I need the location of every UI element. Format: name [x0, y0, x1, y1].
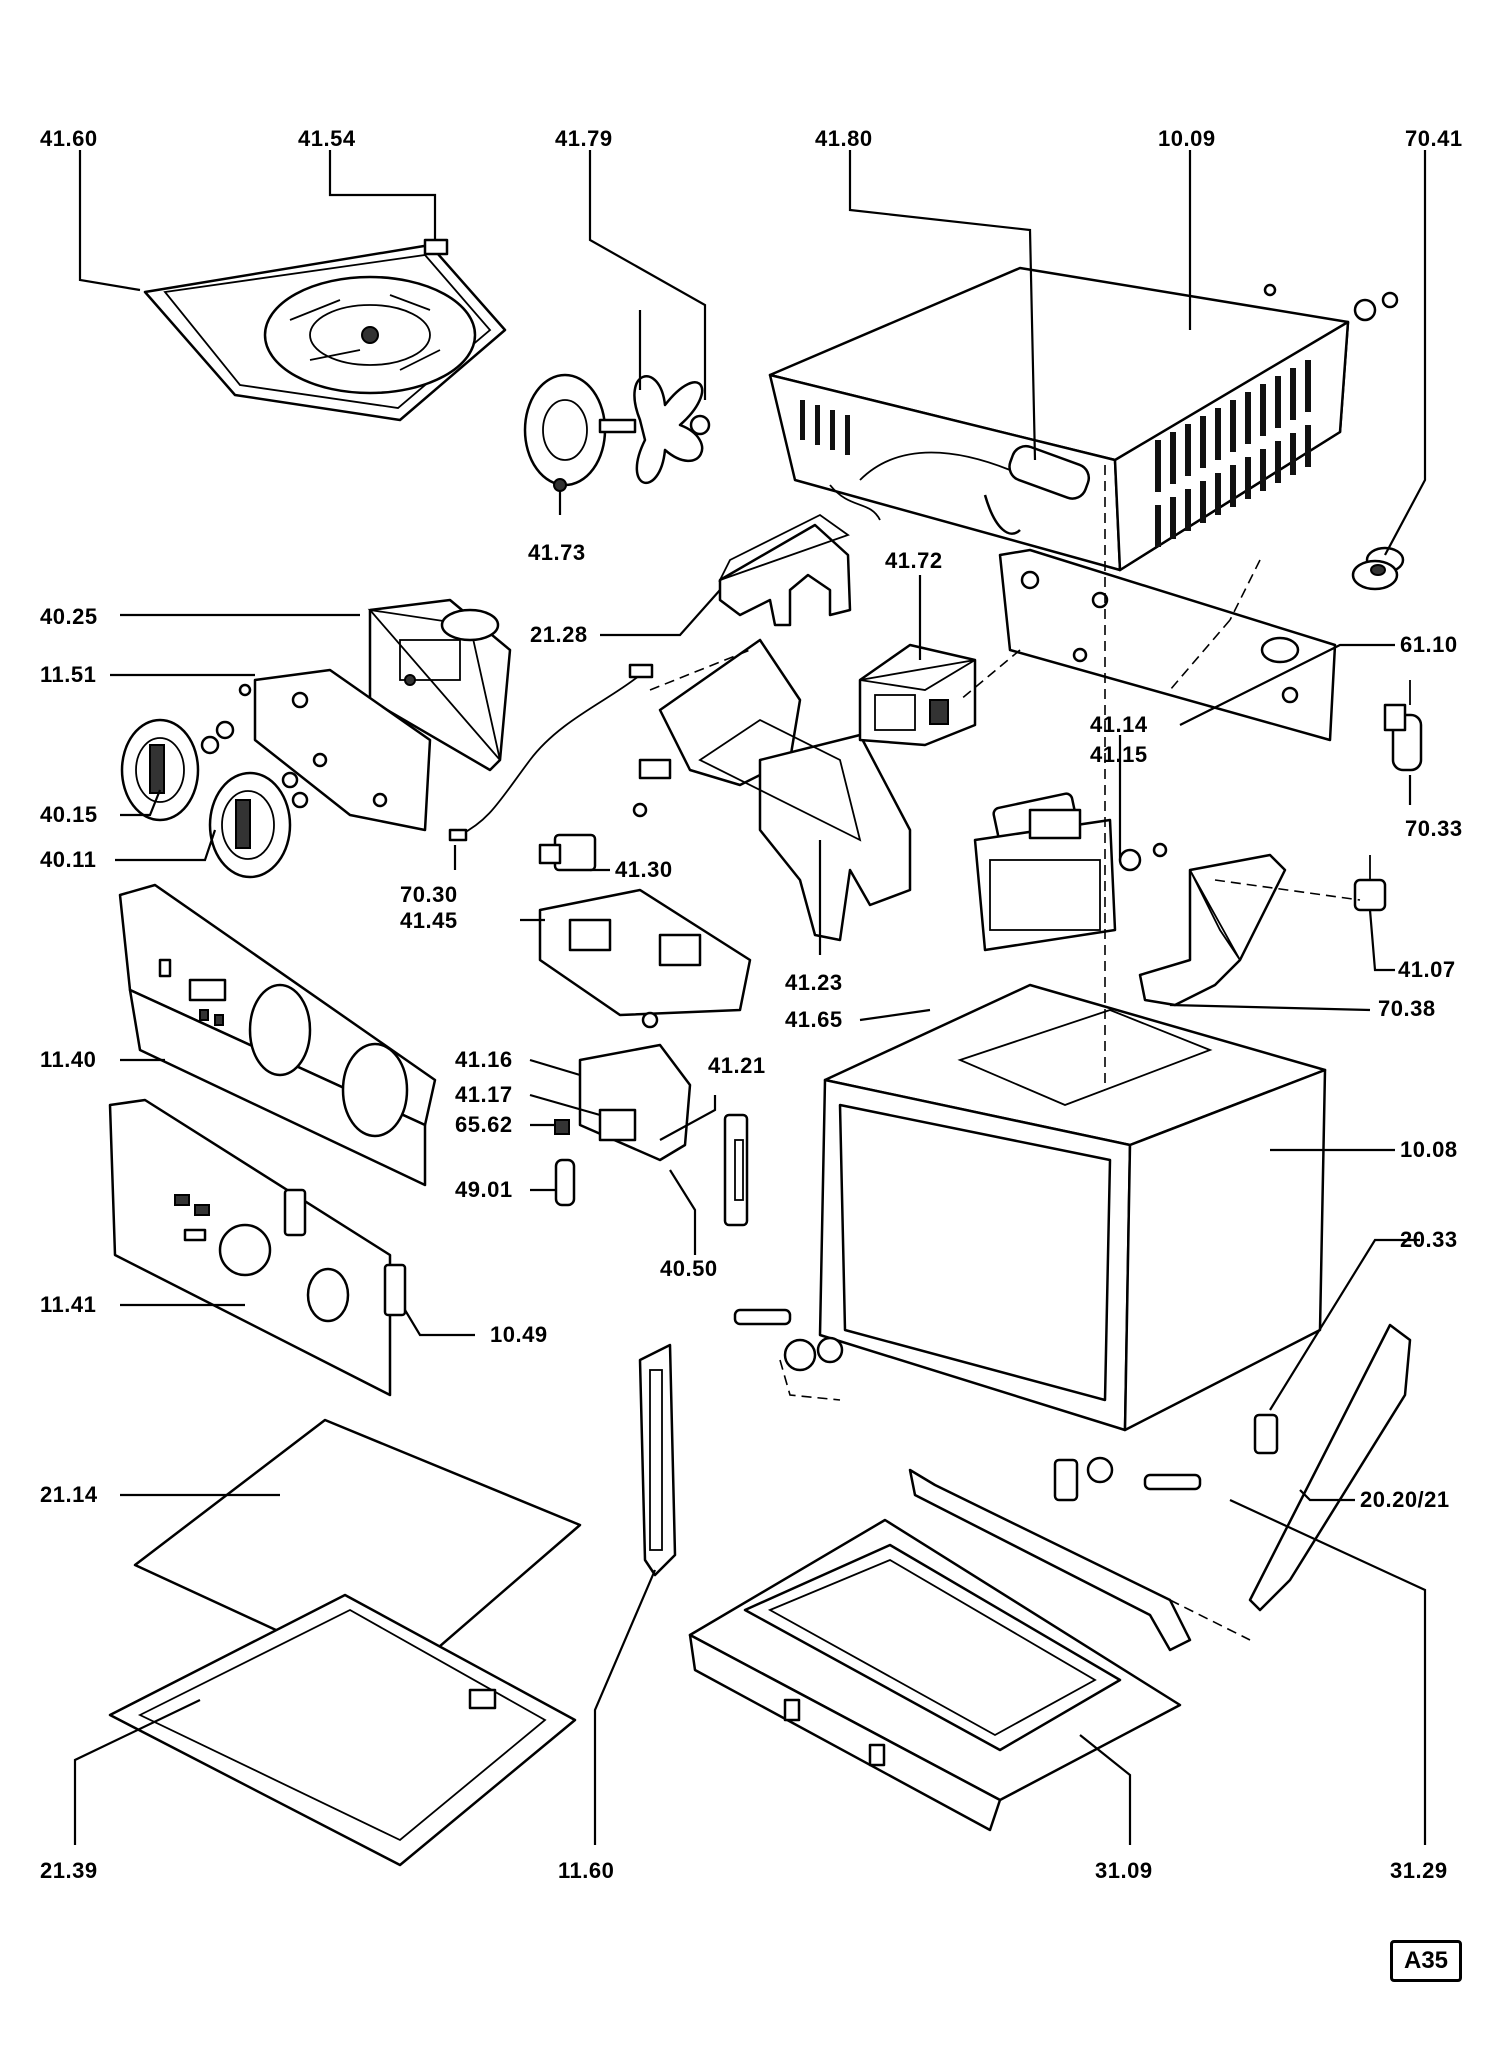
- part-label-41-17: 41.17: [455, 1082, 513, 1107]
- door-rail-part: [638, 1343, 677, 1577]
- part-label-41-73: 41.73: [528, 540, 586, 565]
- leader-lines: [73, 150, 1427, 1845]
- interlock-board-part: [554, 1043, 749, 1227]
- door-frame-part: [108, 1593, 577, 1867]
- part-label-11-41: 11.41: [40, 1292, 97, 1317]
- door-assembly-part: [688, 1468, 1251, 1832]
- part-label-21-28: 21.28: [530, 622, 588, 647]
- part-label-41-16: 41.16: [455, 1047, 513, 1072]
- control-bracket-part: [200, 668, 432, 832]
- part-label-65-62: 65.62: [455, 1112, 513, 1137]
- part-label-41-07: 41.07: [1398, 957, 1456, 982]
- oven-cavity-part: [733, 983, 1327, 1432]
- part-label-41-21: 41.21: [708, 1053, 766, 1078]
- lamp-bracket-part: [1138, 853, 1287, 1007]
- part-label-70-33: 70.33: [1405, 816, 1463, 841]
- part-label-41-72: 41.72: [885, 548, 943, 573]
- door-hinge-part: [1053, 1323, 1412, 1612]
- sheet-reference-box: A35: [1390, 1940, 1462, 1982]
- waveguide-frame-part: [632, 638, 912, 942]
- part-label-11-51: 11.51: [40, 662, 97, 687]
- part-label-41-80: 41.80: [815, 126, 873, 151]
- lamp-part: [1383, 680, 1423, 772]
- rear-panel-part: [998, 548, 1337, 742]
- outer-cabinet-part: [768, 266, 1399, 572]
- part-label-41-65: 41.65: [785, 1007, 843, 1032]
- control-knobs-part: [120, 718, 309, 879]
- fan-motor-part: [523, 373, 711, 492]
- part-label-41-45: 41.45: [400, 908, 458, 933]
- part-label-41-14: 41.14: [1090, 712, 1148, 737]
- part-label-41-30: 41.30: [615, 857, 673, 882]
- part-label-70-30: 70.30: [400, 882, 458, 907]
- part-label-40-11: 40.11: [40, 847, 97, 872]
- assembly-guide-lines: [649, 465, 1361, 1090]
- part-label-70-38: 70.38: [1378, 996, 1436, 1021]
- part-label-49-01: 49.01: [455, 1177, 513, 1202]
- part-label-31-09: 31.09: [1095, 1858, 1153, 1883]
- interlock-switches-part: [538, 833, 752, 1029]
- sheet-reference-label: A35: [1403, 1947, 1449, 1974]
- part-label-20-33: 20.33: [1400, 1227, 1458, 1252]
- part-label-10-08: 10.08: [1400, 1137, 1458, 1162]
- control-panel-part: [118, 883, 437, 1187]
- part-label-21-14: 21.14: [40, 1482, 98, 1507]
- transformer-part: [858, 643, 977, 747]
- front-fascia-part: [108, 1098, 392, 1397]
- clip-part: [283, 1188, 407, 1317]
- fuse-part: [554, 1158, 576, 1207]
- part-label-61-10: 61.10: [1400, 632, 1458, 657]
- part-label-10-09: 10.09: [1158, 126, 1216, 151]
- capacitor-wiring-part: [829, 444, 1091, 535]
- part-label-41-54: 41.54: [298, 126, 356, 151]
- part-label-10-49: 10.49: [490, 1322, 548, 1347]
- part-label-41-79: 41.79: [555, 126, 613, 151]
- part-label-41-23: 41.23: [785, 970, 843, 995]
- part-label-41-15: 41.15: [1090, 742, 1148, 767]
- wire-part: [448, 663, 654, 842]
- part-label-40-25: 40.25: [40, 604, 98, 629]
- part-label-11-40: 11.40: [40, 1047, 97, 1072]
- part-label-20-20-21: 20.20/21: [1360, 1487, 1450, 1512]
- part-label-40-50: 40.50: [660, 1256, 718, 1281]
- magnetron-part: [973, 792, 1168, 952]
- part-label-31-29: 31.29: [1390, 1858, 1448, 1883]
- mounting-bracket-part: [718, 513, 852, 627]
- lamp-holder-part: [1353, 855, 1387, 912]
- part-label-21-39: 21.39: [40, 1858, 98, 1883]
- part-label-40-15: 40.15: [40, 802, 98, 827]
- turntable-tray-part: [143, 238, 507, 422]
- part-label-11-60: 11.60: [558, 1858, 615, 1883]
- fuse-holder-part: [1351, 546, 1405, 591]
- part-label-70-41: 70.41: [1405, 126, 1463, 151]
- part-label-41-60: 41.60: [40, 126, 98, 151]
- timer-part: [367, 598, 512, 772]
